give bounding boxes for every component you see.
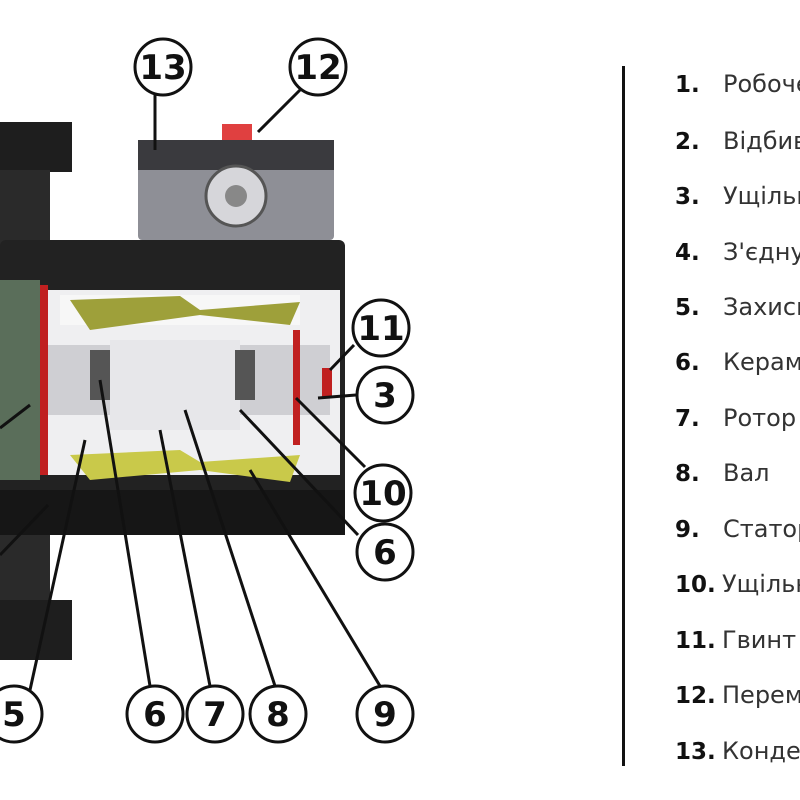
rotor-shaft <box>40 285 332 475</box>
callout-6-right: 6 <box>355 522 415 582</box>
switch-icon <box>222 124 252 140</box>
legend-item: 8.Вал <box>675 459 770 487</box>
callout-11: 11 <box>351 298 411 358</box>
legend-item: 5.Захисн <box>675 293 800 321</box>
callout-5: 5 <box>0 684 44 744</box>
svg-text:7: 7 <box>203 695 227 735</box>
seal-right <box>293 330 300 445</box>
callout-3: 3 <box>355 365 415 425</box>
callout-13: 13 <box>133 37 193 97</box>
legend-item: 13.Конде <box>675 737 800 765</box>
legend-item: 6.Керам <box>675 348 800 376</box>
legend-item: 3.Ущільн <box>675 182 800 210</box>
legend-item: 10.Ущільн <box>675 570 800 598</box>
leader-lines <box>0 88 382 691</box>
svg-text:9: 9 <box>373 695 397 735</box>
callout-12: 12 <box>288 37 348 97</box>
legend-item: 2.Відбив <box>675 127 800 155</box>
svg-text:6: 6 <box>143 695 167 735</box>
seal-left <box>40 285 48 475</box>
callout-6-bottom: 6 <box>125 684 185 744</box>
legend-item: 1.Робоче <box>675 70 800 98</box>
callout-8: 8 <box>248 684 308 744</box>
legend-item: 12.Перем <box>675 681 800 709</box>
legend-item: 9.Статор <box>675 515 800 543</box>
capacitor-box <box>138 124 334 240</box>
svg-text:3: 3 <box>373 376 397 416</box>
callout-9: 9 <box>355 684 415 744</box>
svg-text:10: 10 <box>359 474 406 514</box>
svg-text:12: 12 <box>294 48 341 88</box>
svg-text:5: 5 <box>2 695 26 735</box>
svg-text:8: 8 <box>266 695 290 735</box>
svg-text:13: 13 <box>139 48 186 88</box>
legend-item: 7.Ротор <box>675 404 797 432</box>
svg-text:11: 11 <box>357 309 404 349</box>
legend-item: 4.З'єдну <box>675 238 800 266</box>
stator <box>60 295 300 482</box>
callout-10: 10 <box>353 463 413 523</box>
legend-item: 11.Гвинт <box>675 626 797 654</box>
callout-7: 7 <box>185 684 245 744</box>
svg-text:6: 6 <box>373 533 397 573</box>
parts-legend: 1.Робоче 2.Відбив 3.Ущільн 4.З'єдну 5.За… <box>622 66 800 766</box>
